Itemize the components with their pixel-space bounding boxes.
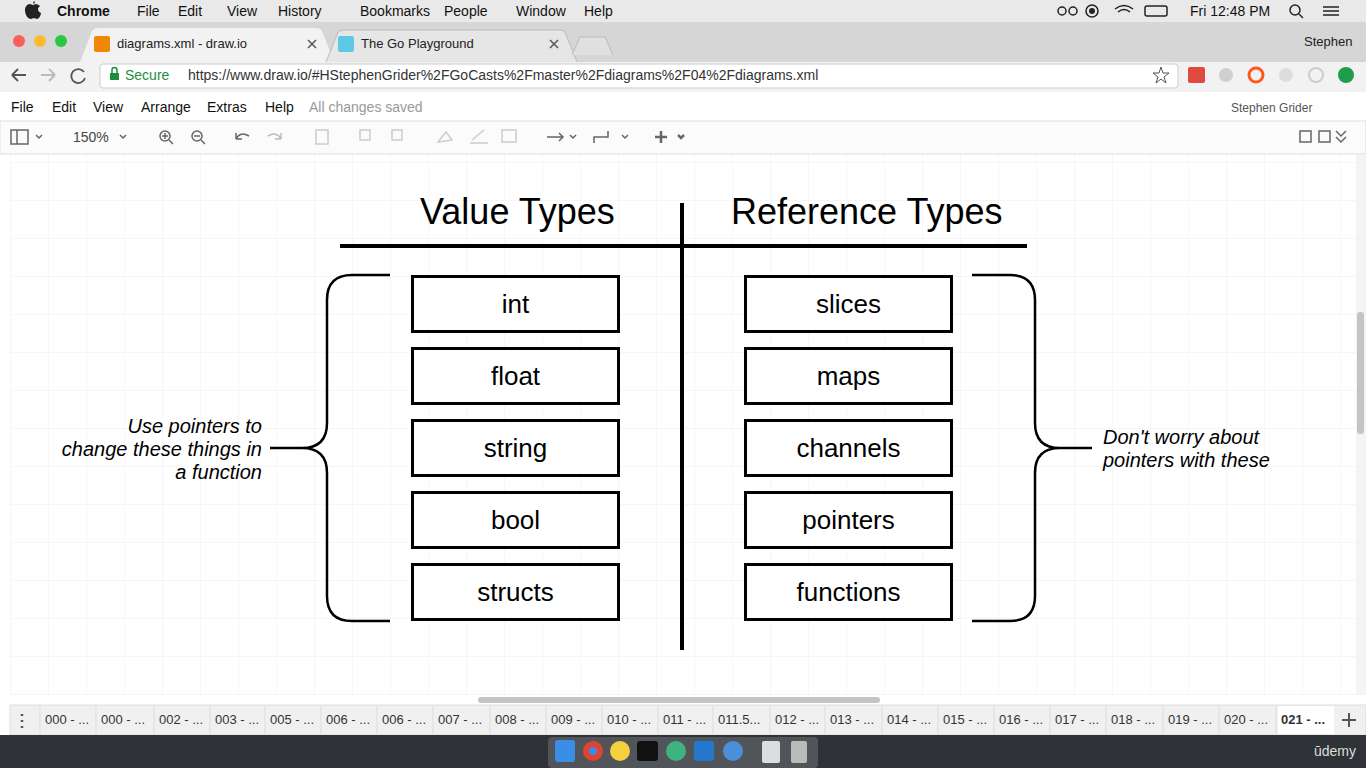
page-tab: 005 - ...	[270, 712, 314, 728]
apple-logo	[25, 1, 41, 19]
scrollbar	[478, 697, 880, 703]
page-tab: 020 - ...	[1224, 712, 1268, 728]
secure-badge: Secure	[125, 67, 169, 84]
zoom-level: 150%	[73, 129, 109, 146]
app-menu-item: File	[11, 99, 34, 116]
annotation: Don't worry about pointers with these	[1103, 426, 1298, 472]
type-name: slices	[816, 289, 881, 320]
tab-title: diagrams.xml - draw.io	[117, 36, 247, 52]
type-name: pointers	[802, 505, 895, 536]
page-tab: 000 - ...	[101, 712, 145, 728]
type-box: int	[411, 275, 620, 333]
annotation: Use pointers to change these things in a…	[57, 415, 262, 484]
active-tab	[80, 28, 334, 62]
page-tab: 009 - ...	[551, 712, 595, 728]
type-box: string	[411, 419, 620, 477]
app-menu-item: Help	[265, 99, 294, 116]
column-heading: Value Types	[420, 190, 615, 233]
page-tab: 000 - ...	[45, 712, 89, 728]
app-menu-item: Arrange	[141, 99, 191, 116]
type-box: float	[411, 347, 620, 405]
app-menu-item: Edit	[52, 99, 76, 116]
page-tab: 011.5...	[718, 712, 760, 728]
menu-item: Edit	[178, 3, 202, 20]
tab	[326, 30, 577, 62]
menu-item: Bookmarks	[360, 3, 430, 20]
type-name: float	[491, 361, 540, 392]
type-name: string	[484, 433, 548, 464]
page-tab: 006 - ...	[326, 712, 370, 728]
page-tab: 002 - ...	[159, 712, 203, 728]
canvas-grid	[10, 155, 1356, 695]
page-tab: 013 - ...	[830, 712, 874, 728]
brace	[270, 275, 390, 621]
menu-item: History	[278, 3, 322, 20]
profile-name: Stephen	[1304, 34, 1352, 50]
toolbar-icons	[11, 130, 1346, 144]
page-tab: 007 - ...	[438, 712, 482, 728]
menu-item: Window	[516, 3, 566, 20]
type-box: pointers	[744, 491, 953, 549]
type-name: bool	[491, 505, 540, 536]
menu-item: File	[137, 3, 160, 20]
brace	[972, 275, 1092, 621]
page-tab: 021 - ...	[1281, 712, 1325, 728]
column-heading: Reference Types	[731, 190, 1003, 233]
type-box: structs	[411, 563, 620, 621]
page-tab: 014 - ...	[887, 712, 931, 728]
page-tab: 017 - ...	[1055, 712, 1099, 728]
type-box: maps	[744, 347, 953, 405]
type-name: int	[502, 289, 529, 320]
table-rule	[680, 203, 684, 650]
tab-bar	[0, 22, 1366, 62]
dock	[548, 737, 818, 768]
type-box: bool	[411, 491, 620, 549]
url: https://www.draw.io/#HStephenGrider%2FGo…	[188, 67, 818, 84]
app-menu-item: Extras	[207, 99, 247, 116]
type-name: functions	[796, 577, 900, 608]
app-menu-item: View	[93, 99, 123, 116]
page-tab: 019 - ...	[1168, 712, 1212, 728]
page-tab: 006 - ...	[382, 712, 426, 728]
user-name: Stephen Grider	[1231, 101, 1312, 115]
menu-bar	[0, 0, 1366, 22]
clock: Fri 12:48 PM	[1190, 3, 1270, 20]
page-tab: 015 - ...	[943, 712, 987, 728]
page-tab: 003 - ...	[215, 712, 259, 728]
page-tab: 010 - ...	[607, 712, 651, 728]
page-tab: 012 - ...	[775, 712, 819, 728]
menu-item: View	[227, 3, 257, 20]
menu-item: Help	[584, 3, 613, 20]
tab-title: The Go Playground	[361, 36, 474, 52]
dock-icons	[555, 740, 807, 763]
menu-item: People	[444, 3, 488, 20]
type-box: slices	[744, 275, 953, 333]
save-status: All changes saved	[309, 99, 423, 116]
type-name: maps	[817, 361, 881, 392]
type-name: channels	[796, 433, 900, 464]
page-tab: 008 - ...	[495, 712, 539, 728]
watermark: ūdemy	[1314, 743, 1356, 760]
type-box: functions	[744, 563, 953, 621]
page-tab: 018 - ...	[1111, 712, 1155, 728]
type-name: structs	[477, 577, 554, 608]
type-box: channels	[744, 419, 953, 477]
page-tab: 016 - ...	[999, 712, 1043, 728]
menu-item: Chrome	[57, 3, 110, 20]
page-tab: 011 - ...	[663, 712, 706, 728]
